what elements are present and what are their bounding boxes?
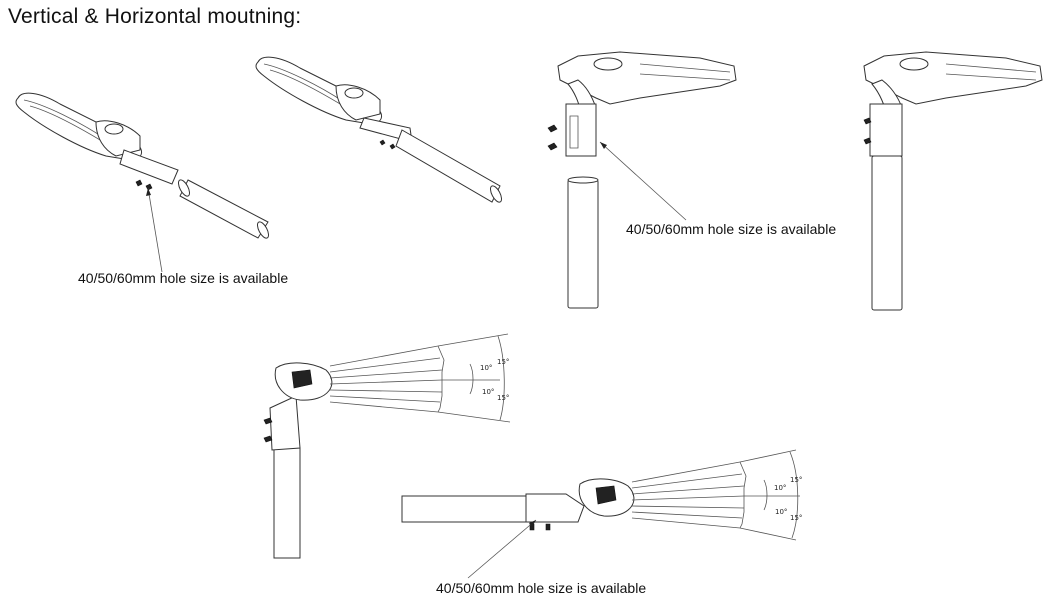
pointer-arrowhead (146, 188, 151, 196)
caption-horizontal-adjust: 40/50/60mm hole size is available (436, 580, 647, 596)
lamp-vertical-exploded (547, 51, 737, 309)
lamp-slanted-assembled (255, 56, 503, 203)
lamp-vertical-tilt-range: 15° 10° 10° 15° (263, 333, 511, 559)
pointer-line-tilted (147, 187, 163, 273)
pointer-line-vertical (599, 141, 687, 221)
lamp-horizontal-tilt-range: 15° 10° 10° 15° (401, 449, 802, 541)
caption-vertical-install: 40/50/60mm hole size is available (626, 221, 837, 237)
pointer-arrowhead (600, 142, 607, 149)
angle-label-upper-outer: 15° (790, 476, 802, 484)
angle-label-lower-inner: 10° (775, 508, 787, 516)
angle-label-upper-outer: 15° (497, 358, 509, 366)
lamp-vertical-assembled (863, 51, 1043, 311)
angle-label-lower-outer: 15° (790, 514, 802, 522)
angle-label-lower-outer: 15° (497, 394, 509, 402)
angle-label-upper-inner: 10° (480, 364, 492, 372)
lamp-slanted-exploded (15, 92, 179, 191)
angle-label-upper-inner: 10° (774, 484, 786, 492)
pipe-slanted-separate (177, 179, 270, 239)
pointer-arrowhead (529, 520, 536, 527)
angle-label-lower-inner: 10° (482, 388, 494, 396)
caption-tilted-install: 40/50/60mm hole size is available (78, 270, 289, 286)
pointer-line-horizontal (467, 519, 537, 579)
page-title: Vertical & Horizontal moutning: (8, 5, 302, 28)
